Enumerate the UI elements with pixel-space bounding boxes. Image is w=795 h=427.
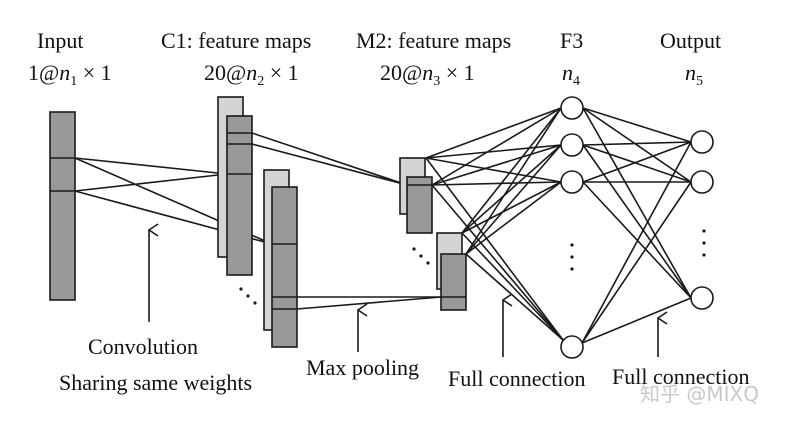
pool-link <box>296 296 442 310</box>
output-layer <box>690 130 714 310</box>
m2-map-front <box>406 176 433 234</box>
input-title: Input <box>37 28 83 53</box>
conv-link <box>74 173 228 192</box>
fc1-link <box>465 253 564 341</box>
fc2-link <box>582 107 692 299</box>
connections <box>74 107 692 344</box>
f3-neuron <box>560 335 584 359</box>
m2-title: M2: feature maps <box>356 28 511 53</box>
f3-neuron <box>560 133 584 157</box>
c1-map-front <box>271 186 298 348</box>
output-dims: n5 <box>685 60 703 89</box>
fc1-link <box>425 144 562 159</box>
fc1-link <box>431 107 562 186</box>
c1-feature-map-2 <box>263 169 298 348</box>
fc2-link <box>582 107 692 183</box>
output-vertical-ellipsis <box>702 229 706 257</box>
f3-dims: n4 <box>562 60 580 89</box>
fc2-link <box>581 181 692 344</box>
c1-dims: 20@n2 × 1 <box>204 60 299 89</box>
m2-feature-map-2 <box>436 232 467 311</box>
convolution-label: Convolution <box>88 334 198 359</box>
output-neuron <box>690 170 714 194</box>
conv-link <box>74 157 228 175</box>
fc1-link <box>431 184 564 341</box>
fc1-link <box>461 232 564 341</box>
full-connection-label-2: Full connection <box>612 364 749 389</box>
header-f3: F3 n4 <box>560 28 583 89</box>
header-output: Output n5 <box>660 28 721 89</box>
fc1-link <box>461 107 562 234</box>
sharing-weights-label: Sharing same weights <box>59 370 252 395</box>
c1-feature-map-1 <box>217 96 253 276</box>
f3-layer <box>560 96 584 359</box>
input-dims: 1@n1 × 1 <box>28 60 112 89</box>
fc1-link <box>465 107 562 255</box>
fc2-link <box>582 141 692 146</box>
header-m2: M2: feature maps 20@n3 × 1 <box>356 28 511 89</box>
fc2-link <box>582 144 692 299</box>
fc2-link <box>581 297 692 344</box>
f3-vertical-ellipsis <box>570 243 574 271</box>
header-c1: C1: feature maps 20@n2 × 1 <box>161 28 311 89</box>
c1-map-front <box>226 115 253 276</box>
m2-ellipsis-dots <box>412 247 430 265</box>
full-connection-label-1: Full connection <box>448 366 585 391</box>
fc1-link <box>465 181 562 255</box>
m2-feature-map-1 <box>399 157 433 234</box>
fc1-link <box>425 157 564 341</box>
fc1-link <box>425 157 562 183</box>
pool-link <box>251 143 408 186</box>
m2-map-front <box>440 253 467 311</box>
f3-neuron <box>560 96 584 120</box>
pool-link <box>251 132 408 186</box>
c1-title: C1: feature maps <box>161 28 311 53</box>
output-title: Output <box>660 28 721 53</box>
output-neuron <box>690 286 714 310</box>
header-input: Input 1@n1 × 1 <box>28 28 112 89</box>
fc1-link <box>431 181 562 186</box>
fc1-link <box>461 144 562 234</box>
f3-title: F3 <box>560 28 583 53</box>
output-neuron <box>690 130 714 154</box>
fc1-link <box>431 144 562 186</box>
fc1-link <box>465 144 562 255</box>
fc2-link <box>582 107 692 143</box>
input-vector <box>49 111 76 301</box>
m2-dims: 20@n3 × 1 <box>380 60 475 89</box>
max-pooling-label: Max pooling <box>306 355 419 380</box>
fc1-link <box>461 181 562 234</box>
input-bar <box>49 111 76 301</box>
c1-ellipsis-dots <box>239 287 257 305</box>
watermark: 知乎 @MIXQ <box>640 382 759 406</box>
f3-neuron <box>560 170 584 194</box>
fc2-link <box>581 141 692 344</box>
fc1-link <box>425 107 562 159</box>
fc2-link <box>582 141 692 183</box>
